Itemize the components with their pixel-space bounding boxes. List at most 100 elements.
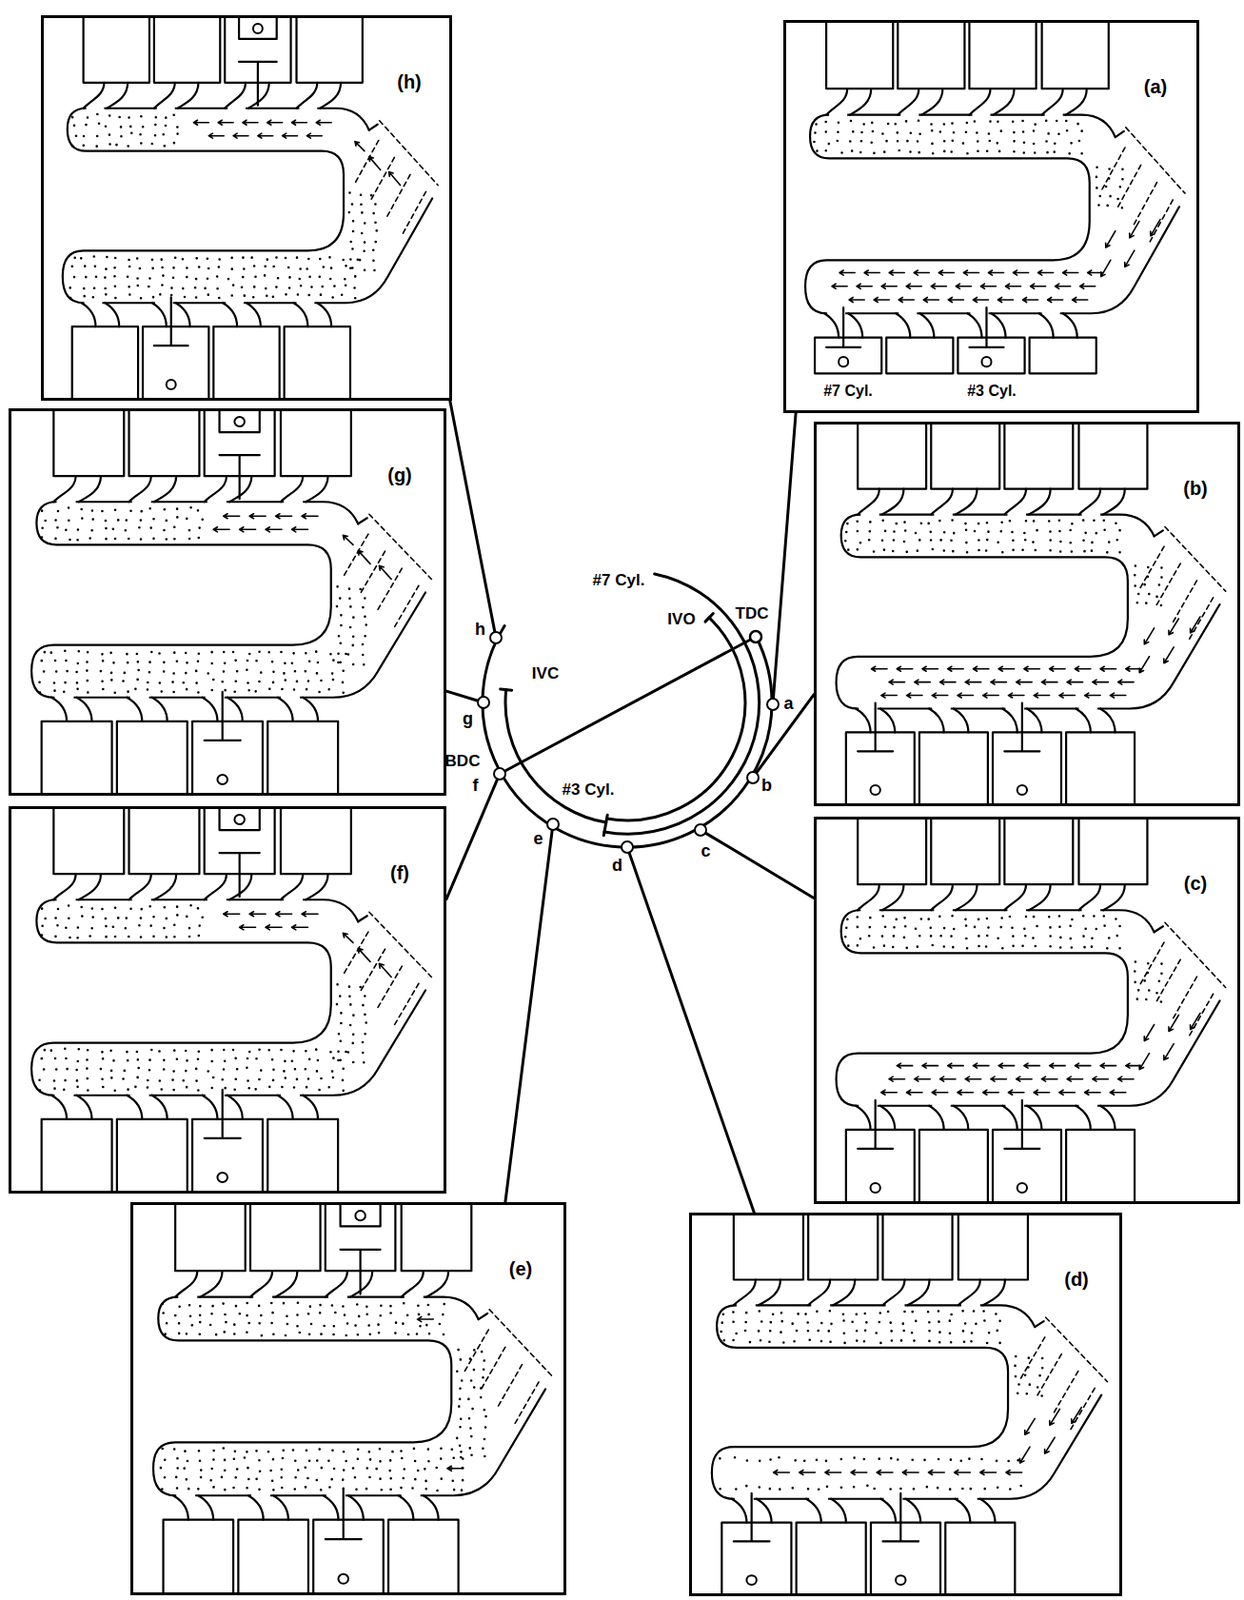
port-opening [176,1297,424,1497]
intake-runner [81,82,341,327]
intake-manifold [711,1215,1108,1594]
flow-arrows [223,911,392,978]
manifold-illustration [691,1215,1120,1594]
leader-connector [629,853,754,1213]
piston-pin [234,416,245,427]
manifold-illustration [786,22,1197,411]
leader-connector [773,413,797,698]
piston-pin [895,1575,906,1585]
flow-dots [70,114,377,298]
timing-point: b [746,770,760,785]
piston-pin [1017,785,1027,795]
intake-period-arc [505,690,607,824]
intake-duct [836,909,1221,1106]
intake-duct [31,899,426,1096]
timing-label-holder: TDC [735,605,770,624]
timing-label-holder: #3 Cyl. [562,781,615,800]
leader-connector [446,691,477,701]
point-letter: c [700,841,711,861]
panel-label: (h) [396,71,422,93]
tdc-bdc-line [499,636,756,774]
tdc-marker [750,631,762,643]
intake-manifold [805,22,1185,374]
inlet-flow [343,513,433,629]
inlet-flow [1020,1317,1108,1431]
piston-pin [217,1172,228,1183]
panel-label-holder: (c) [1184,872,1207,894]
timing-label: #3 Cyl. [562,780,615,799]
panel-label-holder: (f) [390,862,410,884]
timing-label: BDC [445,751,481,771]
piston-pin [355,1210,366,1221]
port-opening [858,909,1101,1106]
point-letter-holder: d [612,856,623,876]
timing-label: #7 Cyl. [592,571,646,590]
piston-pin [217,774,228,785]
valve-open-tick [705,613,713,623]
piston-valve [733,1493,919,1542]
period-end-tick [603,814,608,836]
cylinder-bank [826,22,1109,89]
point-letter-holder: a [783,694,793,714]
point-letter: g [462,709,474,729]
timing-point: f [493,767,507,781]
point-letter-holder: e [533,829,543,850]
figure-panel: (f) [8,806,447,1194]
timing-label: TDC [735,604,770,623]
intake-duct [805,115,1180,315]
panel-label-holder: (b) [1183,477,1208,499]
piston-valve [154,18,277,346]
point-letter-holder: g [462,710,474,730]
figure-panel: (h) [40,15,453,401]
point-letter-holder: c [700,842,711,862]
panel-label: (g) [387,464,413,486]
timing-point: d [620,840,634,854]
point-letter: f [473,775,479,795]
leader-connector [446,779,497,899]
figure-panel: (b) [813,421,1241,807]
panel-label: (c) [1184,872,1207,894]
panel-label: (f) [390,862,410,884]
piston-pin [253,23,263,34]
intake-manifold [31,411,432,793]
cylinder-bank [41,721,338,793]
point-letter-holder: b [761,776,772,796]
cylinder-bank [846,731,1135,804]
flow-arrows [773,1406,1083,1475]
intake-manifold [62,18,438,398]
panel-label-holder: (h) [396,71,422,93]
inlet-flow [1101,127,1185,244]
figure-panel: (e) [130,1202,567,1596]
cylinder-bank [83,18,363,83]
cylinder-bank [846,1129,1135,1202]
cylinder-label: #3 Cyl. [967,382,1017,399]
flow-arrows [194,119,401,185]
intake-manifold [836,424,1226,804]
piston-valve [857,703,1040,752]
timing-point: h [489,631,503,645]
duct-lip [357,915,368,922]
intake-duct [31,501,426,698]
timing-point: c [693,823,708,837]
manifold-illustration [133,1204,564,1593]
figure-panel: (a)#7 Cyl.#3 Cyl. [783,19,1200,414]
intake-runner [173,1270,449,1520]
panel-label-holder: (g) [387,464,413,486]
cylinder-bank [814,337,1097,375]
piston-pin [838,356,849,367]
leader-connector [450,400,495,632]
intake-manifold [153,1204,552,1593]
intake-duct [153,1297,546,1497]
piston-valve [857,1100,1040,1149]
leader-connector [505,830,553,1203]
manifold-illustration [816,819,1238,1202]
timing-point: e [546,817,560,831]
flow-dots [160,1303,487,1491]
flow-arrows [881,1013,1201,1096]
duct-lip [478,1313,488,1320]
panel-label-holder: (e) [509,1258,533,1280]
piston-pin [870,785,881,795]
cylinder-bank [53,411,352,476]
duct-lip [1154,926,1164,932]
